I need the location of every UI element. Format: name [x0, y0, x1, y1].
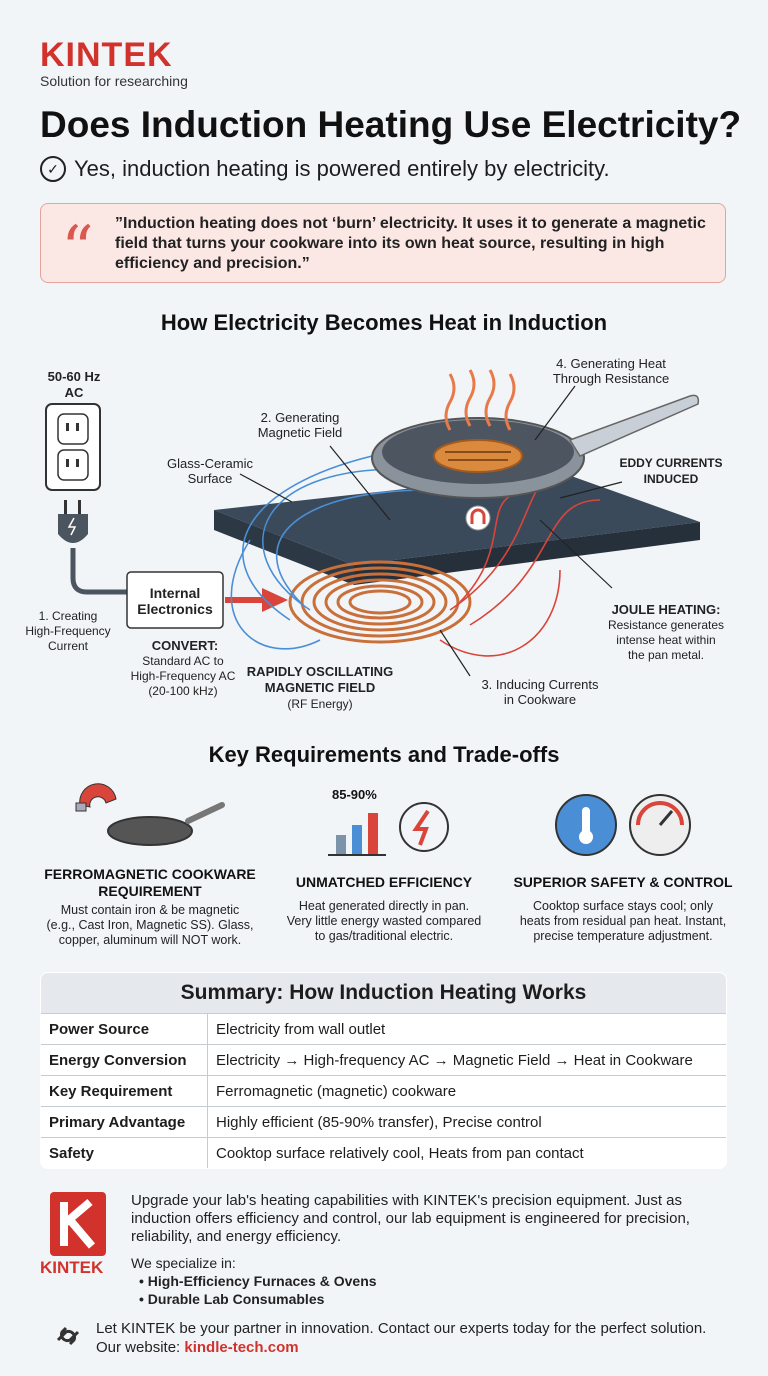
spec-list: We specialize in: • High-Efficiency Furn…	[131, 1254, 377, 1308]
req-ferromagnetic-title: FERROMAGNETIC COOKWARE REQUIREMENT	[44, 866, 256, 899]
step1-label: 1. Creating High-Frequency Current	[25, 609, 111, 653]
convert-desc: Standard AC to High-Frequency AC (20-100…	[130, 654, 236, 698]
requirements-icons: 85-90%	[75, 783, 691, 856]
quote-text: ”Induction heating does not ‘burn’ elect…	[115, 215, 706, 272]
row-key: Primary Advantage	[41, 1106, 208, 1138]
eddy-label: EDDY CURRENTS INDUCED	[619, 456, 723, 486]
magnet-pan-icon	[75, 783, 225, 846]
field-title: RAPIDLY OSCILLATING MAGNETIC FIELD	[246, 664, 394, 695]
row-value: Electricity → High-frequency AC → Magnet…	[207, 1044, 726, 1076]
row-key: Power Source	[41, 1013, 208, 1045]
induction-diagram	[45, 369, 700, 677]
page-title: Does Induction Heating Use Electricity?	[40, 104, 742, 145]
requirements-title: Key Requirements and Trade-offs	[208, 742, 560, 767]
summary-table: Summary: How Induction Heating Works Pow…	[40, 972, 727, 1169]
answer-line: ✓ Yes, induction heating is powered enti…	[40, 156, 610, 182]
brand-logo: KINTEK	[40, 36, 173, 74]
summary-title: Summary: How Induction Heating Works	[41, 973, 726, 1014]
quote-box: “ ”Induction heating does not ‘burn’ ele…	[40, 203, 726, 283]
spec-intro: We specialize in:	[131, 1255, 236, 1271]
row-value: Highly efficient (85-90% transfer), Prec…	[207, 1106, 726, 1138]
joule-desc: Resistance generates intense heat within…	[607, 618, 725, 662]
brand-tagline: Solution for researching	[40, 73, 188, 89]
row-key: Key Requirement	[41, 1075, 208, 1107]
cta-text: Upgrade your lab's heating capabilities …	[131, 1192, 690, 1245]
req-safety-title: SUPERIOR SAFETY & CONTROL	[513, 874, 733, 890]
row-value: Electricity from wall outlet	[207, 1013, 726, 1045]
wall-outlet-icon	[45, 403, 101, 491]
req-ferromagnetic-desc: Must contain iron & be magnetic (e.g., C…	[46, 903, 254, 947]
kintek-logo-icon	[50, 1192, 106, 1256]
efficiency-bars-icon: 85-90%	[328, 787, 449, 856]
plug-icon	[58, 500, 127, 595]
list-item: • Durable Lab Consumables	[139, 1291, 325, 1307]
list-item: • High-Efficiency Furnaces & Ovens	[139, 1273, 377, 1289]
svg-text:85-90%: 85-90%	[332, 787, 377, 802]
row-key: Energy Conversion	[41, 1044, 208, 1076]
step4-label: 4. Generating Heat Through Resistance	[552, 356, 670, 386]
row-value: Cooktop surface relatively cool, Heats f…	[207, 1137, 726, 1168]
quote-icon: “	[61, 213, 94, 287]
frying-pan-icon	[371, 394, 700, 499]
induction-coil	[288, 560, 472, 644]
electronics-box	[126, 571, 224, 629]
convert-title: CONVERT:	[151, 638, 219, 653]
link-icon	[56, 1326, 80, 1346]
step3-label: 3. Inducing Currents in Cookware	[481, 677, 599, 707]
req-safety-desc: Cooktop surface stays cool; only heats f…	[519, 899, 727, 943]
req-efficiency-desc: Heat generated directly in pan. Very lit…	[286, 899, 482, 943]
row-key: Safety	[41, 1137, 208, 1168]
electronics-label: Internal Electronics	[137, 585, 213, 617]
joule-title: JOULE HEATING:	[611, 602, 721, 617]
req-efficiency-title: UNMATCHED EFFICIENCY	[295, 874, 473, 890]
thermometer-gauge-icon	[555, 794, 691, 856]
website-link[interactable]: kindle-tech.com	[184, 1339, 299, 1356]
heat-waves-icon	[444, 369, 516, 431]
website-label: Our website:	[96, 1339, 185, 1356]
field-sub: (RF Energy)	[287, 697, 353, 711]
contact-block: Let KINTEK be your partner in innovation…	[96, 1319, 706, 1357]
check-icon: ✓	[40, 156, 66, 182]
footer-logo-text: KINTEK	[40, 1258, 104, 1277]
contact-text: Let KINTEK be your partner in innovation…	[96, 1320, 707, 1337]
ac-source-label: 50-60 Hz AC	[47, 369, 101, 400]
step2-label: 2. Generating Magnetic Field	[257, 410, 343, 440]
answer-text: Yes, induction heating is powered entire…	[74, 156, 610, 181]
diagram-title: How Electricity Becomes Heat in Inductio…	[160, 310, 608, 335]
glass-label: Glass-Ceramic Surface	[167, 456, 253, 486]
row-value: Ferromagnetic (magnetic) cookware	[207, 1075, 726, 1107]
